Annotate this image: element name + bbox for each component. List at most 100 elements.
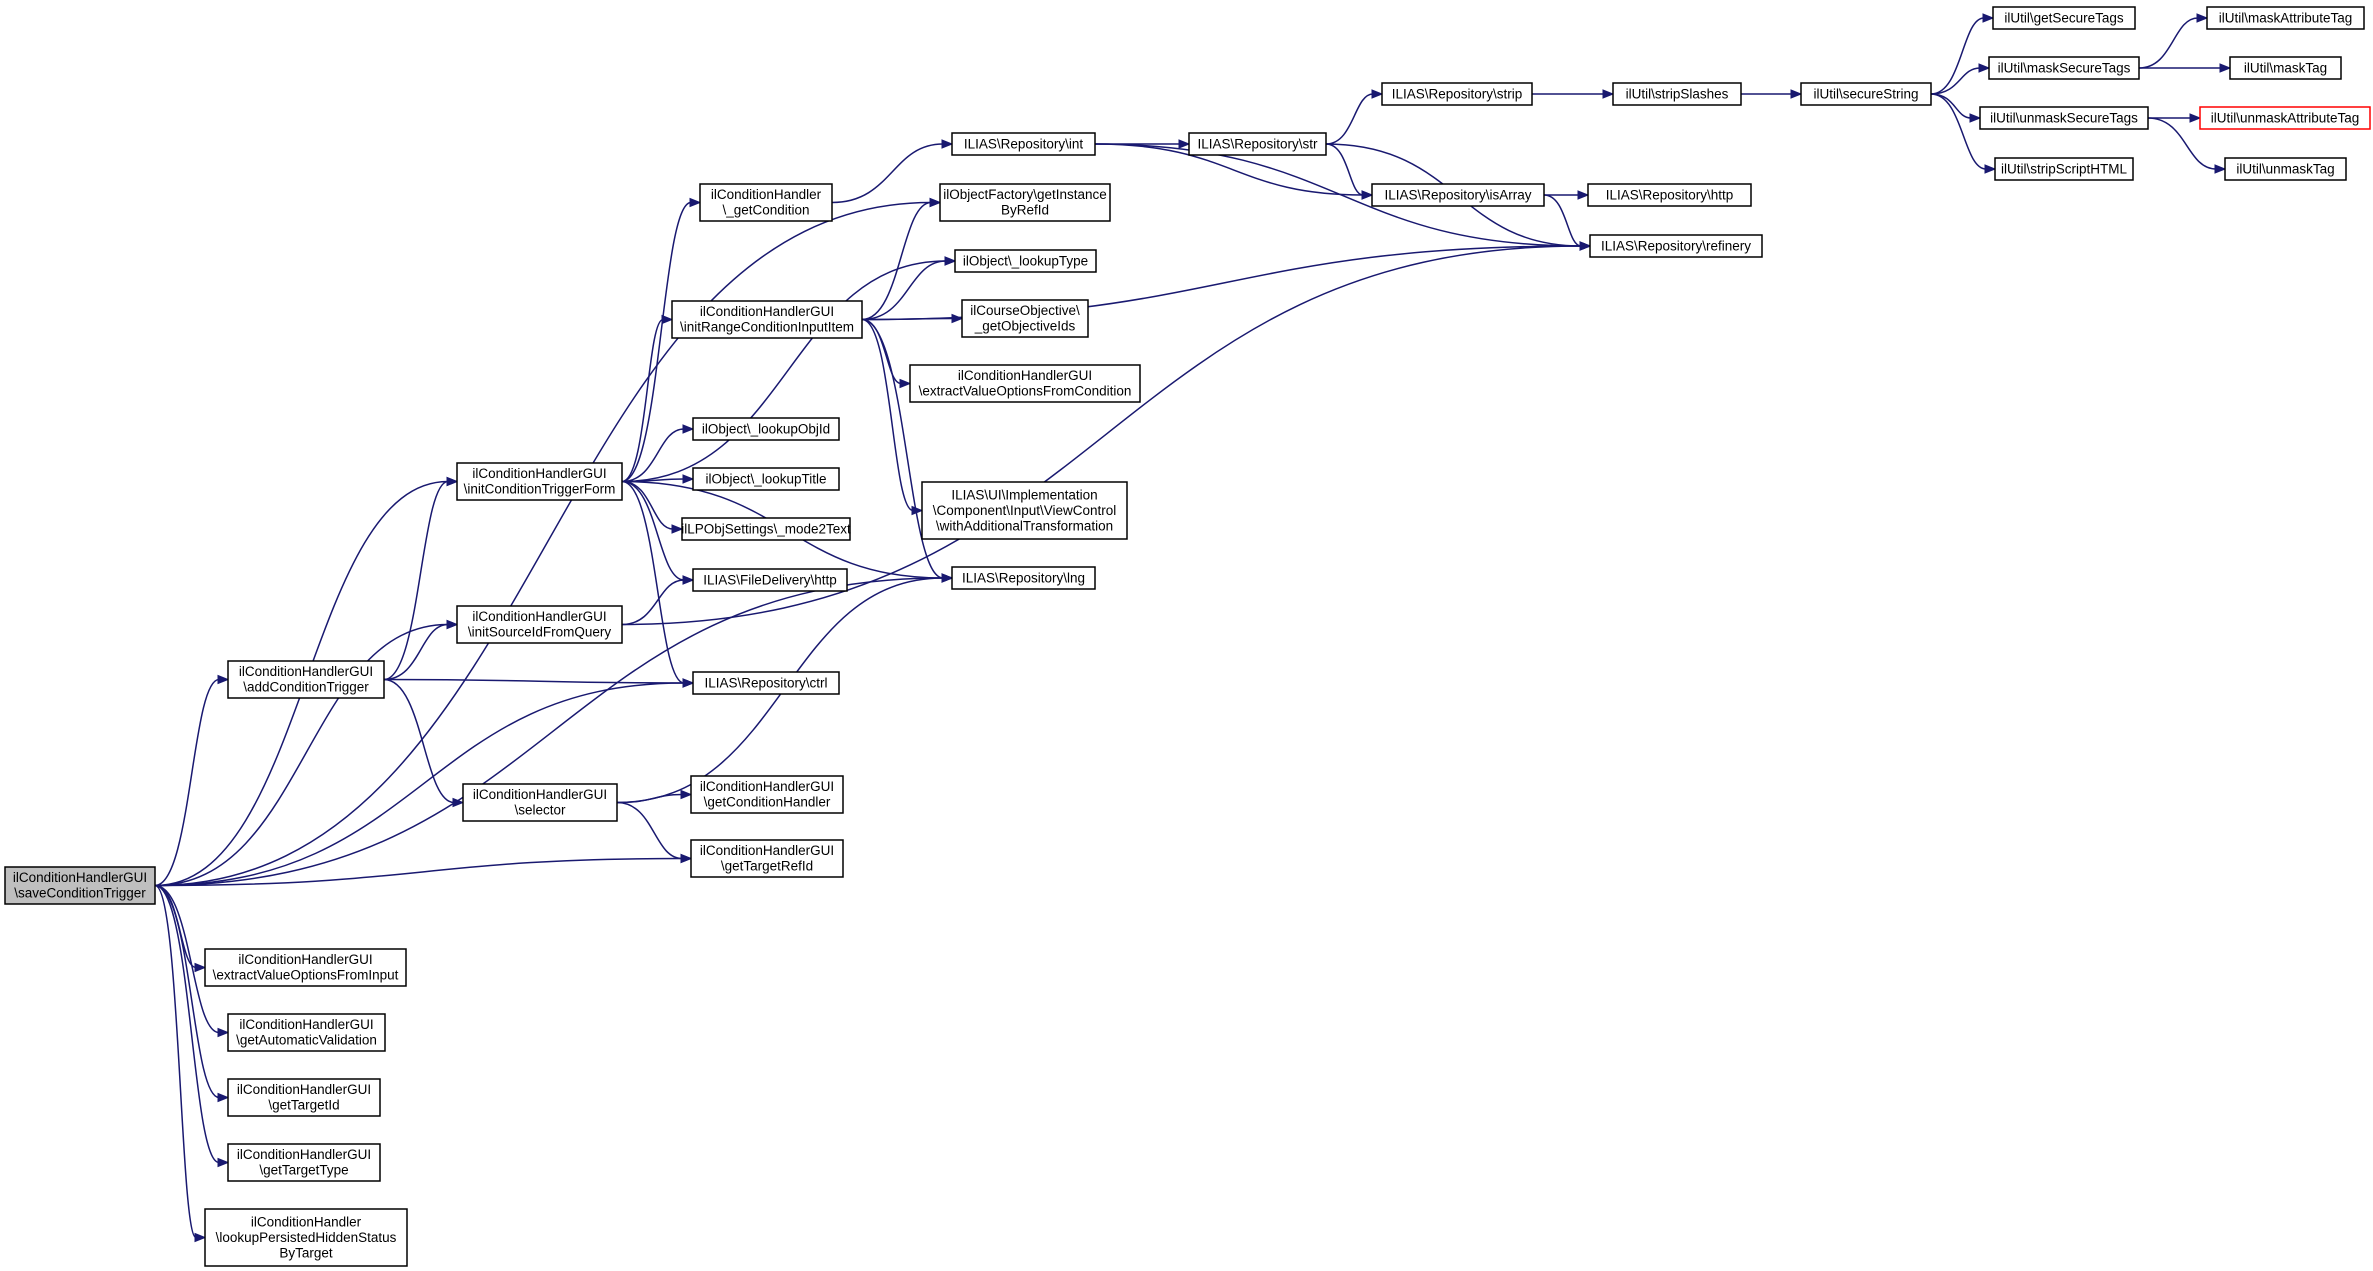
node-label: ilUtil\secureString <box>1813 86 1918 101</box>
edge-unmaskSecureTags-to-unmaskTag <box>2147 117 2227 174</box>
node-box <box>2206 6 2365 30</box>
edge-line <box>861 318 902 385</box>
edge-line <box>621 245 1582 626</box>
node-ctrl[interactable]: ILIAS\Repository\ctrl <box>692 671 840 695</box>
node-initRange[interactable]: ilConditionHandlerGUI\initRangeCondition… <box>671 300 863 339</box>
node-label: \initConditionTriggerForm <box>464 482 616 497</box>
node-label: \initSourceIdFromQuery <box>468 625 612 640</box>
node-box <box>954 249 1097 273</box>
node-box <box>1988 56 2140 80</box>
node-repoInt[interactable]: ILIAS\Repository\int <box>951 132 1096 156</box>
node-box <box>1589 234 1763 258</box>
arrowhead <box>689 197 702 208</box>
node-label: \addConditionTrigger <box>243 680 369 695</box>
node-label: ilConditionHandler <box>251 1214 362 1229</box>
node-lookupHidden[interactable]: ilConditionHandler\lookupPersistedHidden… <box>204 1208 408 1267</box>
arrowhead <box>446 476 459 487</box>
node-lookupObjId[interactable]: ilObject\_lookupObjId <box>692 417 840 441</box>
node-box <box>227 1013 386 1052</box>
edge-line <box>861 318 914 512</box>
node-box <box>692 417 840 441</box>
node-fdHttp[interactable]: ILIAS\FileDelivery\http <box>692 568 848 592</box>
node-label: ilConditionHandlerGUI <box>958 368 1092 383</box>
node-label: \selector <box>514 803 566 818</box>
node-label: ilUtil\maskSecureTags <box>1998 60 2131 75</box>
node-unmaskTag[interactable]: ilUtil\unmaskTag <box>2224 157 2347 181</box>
node-maskAttr[interactable]: ilUtil\maskAttributeTag <box>2206 6 2365 30</box>
node-lookupType[interactable]: ilObject\_lookupType <box>954 249 1097 273</box>
node-addTrigger[interactable]: ilConditionHandlerGUI\addConditionTrigge… <box>227 660 385 699</box>
node-initForm[interactable]: ilConditionHandlerGUI\initConditionTrigg… <box>456 462 623 501</box>
node-getTargetRefId[interactable]: ilConditionHandlerGUI\getTargetRefId <box>690 839 844 878</box>
edge-root-to-lookupHidden <box>154 884 207 1243</box>
node-label: ILIAS\Repository\isArray <box>1384 187 1531 202</box>
node-label: ilConditionHandlerGUI <box>473 787 607 802</box>
node-unmaskAttr[interactable]: ilUtil\unmaskAttributeTag <box>2199 106 2371 130</box>
node-extractCond[interactable]: ilConditionHandlerGUI\extractValueOption… <box>909 364 1141 403</box>
node-maskSecureTags[interactable]: ilUtil\maskSecureTags <box>1988 56 2140 80</box>
node-refinery[interactable]: ILIAS\Repository\refinery <box>1589 234 1763 258</box>
node-stripScript[interactable]: ilUtil\stripScriptHTML <box>1994 157 2134 181</box>
node-mode2Text[interactable]: ilLPObjSettings\_mode2Text <box>681 517 851 541</box>
node-isArray[interactable]: ILIAS\Repository\isArray <box>1371 183 1545 207</box>
node-selector[interactable]: ilConditionHandlerGUI\selector <box>462 783 618 822</box>
node-unmaskSecureTags[interactable]: ilUtil\unmaskSecureTags <box>1979 106 2149 130</box>
arrowhead <box>1978 63 1991 73</box>
node-repoStr[interactable]: ILIAS\Repository\str <box>1188 132 1327 156</box>
node-label: ilObjectFactory\getInstance <box>943 187 1107 202</box>
node-maskTag[interactable]: ilUtil\maskTag <box>2229 56 2342 80</box>
node-box <box>2229 56 2342 80</box>
edge-line <box>383 480 449 681</box>
edge-addTrigger-to-selector <box>383 678 465 808</box>
node-label: \withAdditionalTransformation <box>936 518 1113 533</box>
node-box <box>456 605 623 644</box>
arrowhead <box>217 1092 230 1103</box>
node-root[interactable]: ilConditionHandlerGUI\saveConditionTrigg… <box>4 866 156 905</box>
node-targetId[interactable]: ilConditionHandlerGUI\getTargetId <box>227 1078 381 1117</box>
node-label: ilObject\_lookupObjId <box>702 421 830 436</box>
arrowhead <box>2219 63 2232 73</box>
node-getCondHandler[interactable]: ilConditionHandlerGUI\getConditionHandle… <box>690 775 844 814</box>
node-label: ilConditionHandler <box>711 187 822 202</box>
edge-line <box>154 678 220 887</box>
node-getCond[interactable]: ilConditionHandler\_getCondition <box>699 183 833 222</box>
edge-initRange-to-lng <box>861 318 954 583</box>
node-label: ILIAS\Repository\strip <box>1392 86 1523 101</box>
edge-line <box>1930 17 1985 95</box>
node-box <box>4 866 156 905</box>
edge-initRange-to-lookupType <box>861 256 957 321</box>
edge-line <box>621 318 664 483</box>
edge-addTrigger-to-initSource <box>383 619 459 681</box>
node-label: \getTargetId <box>268 1098 339 1113</box>
node-extractInput[interactable]: ilConditionHandlerGUI\extractValueOption… <box>204 948 407 987</box>
edge-repoStr-to-repoStrip <box>1325 89 1384 145</box>
node-stripSlashes[interactable]: ilUtil\stripSlashes <box>1612 82 1742 106</box>
arrowhead <box>2196 13 2209 23</box>
node-repoHttp[interactable]: ILIAS\Repository\http <box>1587 183 1752 207</box>
node-label: \lookupPersistedHiddenStatus <box>216 1230 397 1245</box>
node-repoStrip[interactable]: ILIAS\Repository\strip <box>1381 82 1533 106</box>
node-uiImpl[interactable]: ILIAS\UI\Implementation\Component\Input\… <box>921 481 1128 540</box>
edge-initForm-to-lookupTitle <box>621 474 695 484</box>
node-box <box>2199 106 2371 130</box>
node-lng[interactable]: ILIAS\Repository\lng <box>951 566 1096 590</box>
edge-initForm-to-getCond <box>621 197 702 483</box>
node-initSource[interactable]: ilConditionHandlerGUI\initSourceIdFromQu… <box>456 605 623 644</box>
node-getSecureTags[interactable]: ilUtil\getSecureTags <box>1992 6 2136 30</box>
edge-unmaskSecureTags-to-unmaskAttr <box>2148 113 2202 123</box>
node-autoVal[interactable]: ilConditionHandlerGUI\getAutomaticValida… <box>227 1013 386 1052</box>
node-label: ILIAS\Repository\lng <box>962 570 1085 585</box>
node-targetType[interactable]: ilConditionHandlerGUI\getTargetType <box>227 1143 381 1182</box>
edge-line <box>621 260 947 483</box>
node-secureString[interactable]: ilUtil\secureString <box>1800 82 1932 106</box>
edge-line <box>154 884 220 1099</box>
node-label: \Component\Input\ViewControl <box>933 503 1117 518</box>
node-lookupTitle[interactable]: ilObject\_lookupTitle <box>692 467 840 491</box>
node-box <box>690 839 844 878</box>
edge-line <box>861 201 932 321</box>
edge-line <box>621 428 685 483</box>
edge-line <box>1930 67 1981 95</box>
node-objIds[interactable]: ilCourseObjective\_getObjectiveIds <box>961 299 1089 338</box>
